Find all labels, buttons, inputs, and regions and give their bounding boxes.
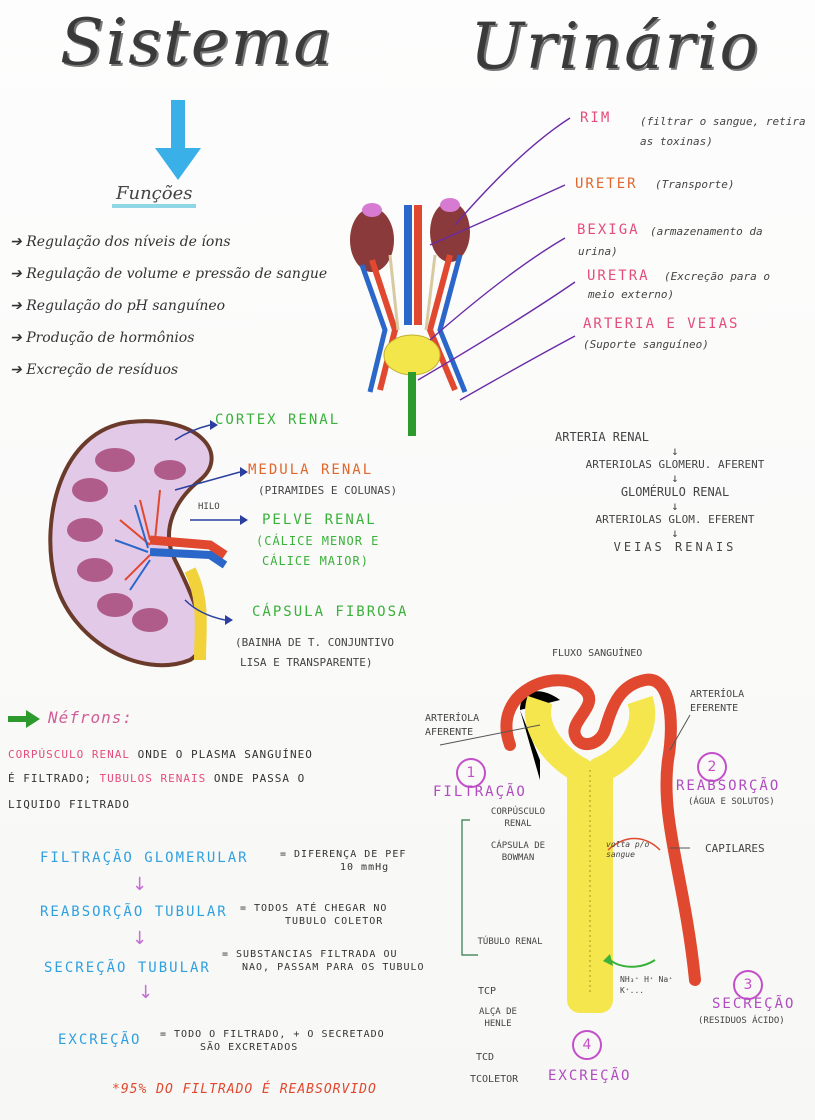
label-fluxo: FLUXO SANGUÍNEO [552,648,643,659]
organ-bexiga-desc: (armazenamento da urina) [578,225,763,258]
label-volta: volta p/o sangue [606,840,650,859]
label-secrecao: SECREÇÃO [712,996,796,1012]
label-reabsorcao-sub: (ÁGUA E SOLUTOS) [688,797,775,807]
label-pelve: PELVE RENAL [262,512,377,528]
label-ions: NH₃⁺ H⁺ Na⁺ K⁺... [620,975,673,995]
label-tcoletor: TCOLETOR [470,1074,519,1085]
kidney-label-arrows [174,424,241,621]
organ-rim: RIM [580,110,612,126]
down-arrow-icon [155,100,201,180]
functions-heading: Funções [112,183,197,208]
organ-arteria-veias: ARTERIA E VEIAS [583,316,740,332]
process-secrecao: SECREÇÃO TUBULAR [44,960,211,976]
function-item: ➔ Regulação dos níveis de íons [10,234,231,250]
label-capsula-sub1: (BAINHA DE T. CONJUNTIVO [235,636,394,649]
organ-arteria-veias-desc: (Suporte sanguíneo) [583,338,709,351]
label-pelve-sub1: (CÁLICE MENOR E [256,534,380,548]
nephron-diagram [439,673,701,1013]
blood-flow-chain: ARTERIA RENAL ↓ ARTERIOLAS GLOMERU. AFER… [555,430,795,554]
title-word1: Sistema [60,6,334,80]
label-alca: ALÇA DE HENLE [479,1007,517,1029]
step-number-3: 3 [733,970,763,1000]
label-capsula: CÁPSULA FIBROSA [252,604,409,620]
function-item: ➔ Regulação do pH sanguíneo [10,298,226,314]
function-item: ➔ Produção de hormônios [10,330,195,346]
chain-step: VEIAS RENAIS [613,540,737,554]
nefrons-line2: É FILTRADO; TUBULOS RENAIS ONDE PASSA O [8,772,306,785]
organ-uretra-desc: (Excreção para o meio externo) [588,270,770,301]
label-reabsorcao: REABSORÇÃO [676,778,781,794]
organ-bexiga: BEXIGA [577,222,640,238]
label-filtracao: FILTRAÇÃO [433,784,527,800]
footnote: *95% DO FILTRADO É REABSORVIDO [112,1082,377,1097]
label-eferente: ARTERÍOLA EFERENTE [690,689,745,714]
function-item: ➔ Excreção de resíduos [10,362,179,378]
organ-connectors [417,117,576,401]
organ-ureter-desc: (Transporte) [655,178,735,191]
chain-step: ARTERIOLAS GLOMERU. AFERENT [585,458,765,471]
chain-step: GLOMÉRULO RENAL [620,485,730,499]
label-capilares: CAPILARES [705,842,765,855]
down-arrow-icon: ↓ [671,444,679,458]
process-reabsorcao: REABSORÇÃO TUBULAR [40,904,228,920]
nefrons-line1: CORPÚSCULO RENAL ONDE O PLASMA SANGUÍNEO [8,748,313,761]
function-item: ➔ Regulação de volume e pressão de sangu… [10,266,328,282]
green-arrow-icon [8,710,40,728]
organ-ureter: URETER [575,176,638,192]
functions-list: ➔ Regulação dos níveis de íons ➔ Regulaç… [10,226,327,386]
label-secrecao-sub: (RESIDUOS ÁCIDO) [698,1016,785,1026]
down-arrow-icon: ↓ [671,526,679,540]
organ-uretra: URETRA [587,268,650,284]
label-medula-sub: (PIRAMIDES E COLUNAS) [258,484,398,497]
label-medula: MEDULA RENAL [248,462,374,478]
step-number-2: 2 [697,752,727,782]
down-arrow-icon: ↓ [138,982,154,1003]
chain-step: ARTERIOLAS GLOM. EFERENT [595,513,755,526]
title-word2: Urinário [470,10,760,84]
label-capsula-bowman: CÁPSULA DE BOWMAN [490,841,546,863]
down-arrow-icon: ↓ [671,499,679,513]
kidney-cross-section [48,419,228,668]
organ-rim-desc: (filtrar o sangue, retira as toxinas) [640,115,806,148]
nefrons-heading: Néfrons: [48,708,134,727]
label-excrecao: EXCREÇÃO [548,1068,632,1084]
label-tcp: TCP [478,986,497,997]
nefrons-line3: LIQUIDO FILTRADO [8,798,130,811]
down-arrow-icon: ↓ [132,874,148,895]
urinary-system-illustration [350,198,470,436]
label-hilo: HILO [198,502,220,512]
label-pelve-sub2: CÁLICE MAIOR) [262,554,369,568]
label-corpusculo: CORPÚSCULO RENAL [490,807,546,829]
label-cortex: CORTEX RENAL [215,412,341,428]
label-aferente: ARTERÍOLA AFERENTE [425,713,480,738]
label-tcd: TCD [476,1052,495,1063]
label-tubulo: TÚBULO RENAL [477,937,543,947]
step-number-1: 1 [456,758,486,788]
process-excrecao: EXCREÇÃO [58,1032,142,1048]
chain-step: ARTERIA RENAL [555,430,649,444]
process-filtracao: FILTRAÇÃO GLOMERULAR [40,850,249,866]
step-number-4: 4 [572,1030,602,1060]
down-arrow-icon: ↓ [671,471,679,485]
label-capsula-sub2: LISA E TRANSPARENTE) [240,656,373,669]
down-arrow-icon: ↓ [132,928,148,949]
